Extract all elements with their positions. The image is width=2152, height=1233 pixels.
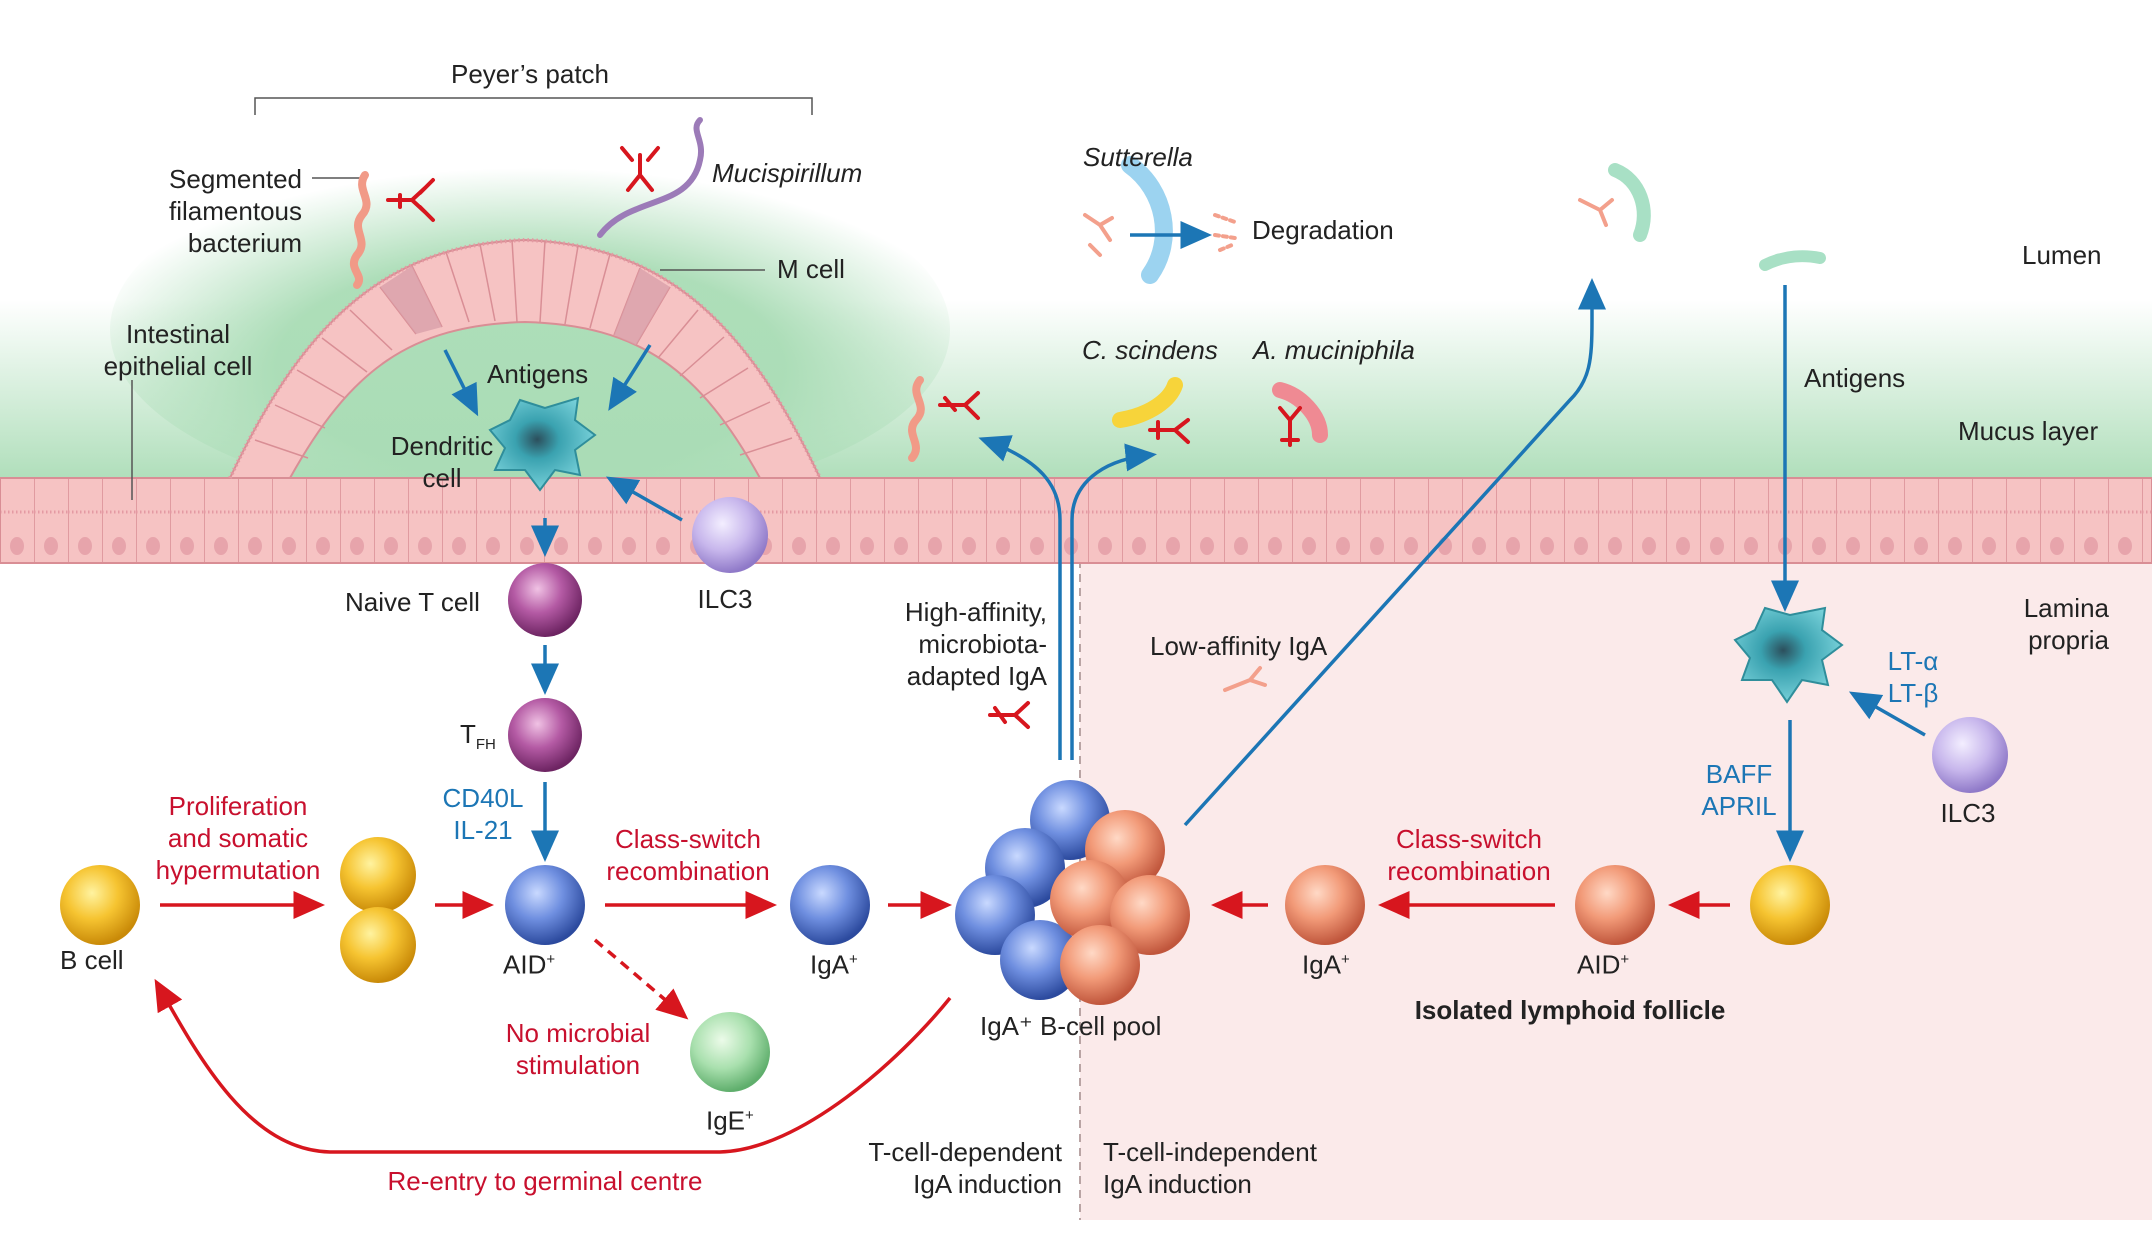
aid-cell-right xyxy=(1575,865,1655,945)
high-affinity-arrow-2 xyxy=(1070,443,1157,760)
low-affinity-label: Low-affinity IgA xyxy=(1150,631,1328,661)
naive-t-label: Naive T cell xyxy=(345,587,480,617)
sfb-label: Segmented filamentous bacterium xyxy=(169,164,302,258)
iec-label: Intestinal epithelial cell xyxy=(103,319,253,381)
lumen-label: Lumen xyxy=(2022,240,2102,270)
iga-on-bound-sfb xyxy=(938,391,980,420)
iga-lumen-right xyxy=(1578,198,1614,227)
iga-high-affinity xyxy=(988,701,1030,729)
sutterella-bacterium xyxy=(1121,156,1173,284)
sutterella-label: Sutterella xyxy=(1083,142,1193,172)
naive-t-cell xyxy=(508,563,582,637)
ilc3-to-dc-arrow xyxy=(605,476,683,522)
ilf-label: Isolated lymphoid follicle xyxy=(1414,995,1726,1025)
mucus-layer-label: Mucus layer xyxy=(1958,416,2099,446)
csr-left-label: Class-switch recombination xyxy=(606,824,770,886)
no-microbial-arrow xyxy=(593,938,689,1020)
iga-low-affinity xyxy=(1223,666,1267,692)
aid-left-label: AID+ xyxy=(503,949,556,980)
reentry-arrow xyxy=(154,978,952,1154)
reentry-label: Re-entry to germinal centre xyxy=(387,1166,703,1196)
c-scindens-label: C. scindens xyxy=(1082,335,1218,365)
mucispirillum-label: Mucispirillum xyxy=(712,158,863,188)
ilc3-to-dc-right-arrow xyxy=(1848,691,1926,737)
a-muciniphila-bacterium xyxy=(1272,382,1328,443)
ilc3-left-cell xyxy=(692,497,768,573)
iga-on-sfb xyxy=(386,178,435,222)
b-cell xyxy=(60,865,140,945)
iga-right-label: IgA+ xyxy=(1302,949,1350,980)
t-independent-label: T-cell-independent IgA induction xyxy=(1103,1137,1317,1199)
lumen-bacterium-1 xyxy=(1608,163,1651,242)
epithelium xyxy=(0,237,2152,564)
proliferation-label: Proliferation and somatic hypermutation xyxy=(155,791,321,885)
high-affinity-label: High-affinity, microbiota- adapted IgA xyxy=(904,597,1047,691)
bound-sfb-bacterium xyxy=(908,376,925,462)
dendritic-cell-left xyxy=(488,396,597,492)
tfh-label: TFH xyxy=(460,719,496,754)
iga-b-cell-pool xyxy=(955,780,1190,1005)
aid-right-label: AID+ xyxy=(1577,949,1630,980)
iga-on-mucispirillum xyxy=(620,146,660,192)
peyers-patch-label: Peyer’s patch xyxy=(450,59,610,89)
a-muciniphila-label: A. muciniphila xyxy=(1253,335,1415,365)
proliferating-b-cell-1 xyxy=(340,837,416,913)
m-cell-label: M cell xyxy=(777,254,845,284)
proliferating-b-cell-2 xyxy=(340,907,416,983)
antigens-right-label: Antigens xyxy=(1804,363,1906,393)
antigens-left-label: Antigens xyxy=(487,359,589,389)
ilc3-right-cell xyxy=(1932,717,2008,793)
c-scindens-bacterium xyxy=(1112,377,1183,428)
t-dependent-label: T-cell-dependent IgA induction xyxy=(868,1137,1062,1199)
iga-cell-right xyxy=(1285,865,1365,945)
b-cell-ilf xyxy=(1750,865,1830,945)
iga-on-a-muciniphila xyxy=(1278,406,1302,447)
dendritic-cell-label: Dendritic cell xyxy=(390,431,494,493)
csr-right-label: Class-switch recombination xyxy=(1387,824,1551,886)
high-affinity-arrow-1 xyxy=(978,435,1062,760)
lamina-propria-label: Lamina propria xyxy=(2023,593,2109,655)
ige-label: IgE+ xyxy=(706,1105,754,1136)
pool-label: IgA⁺ B-cell pool xyxy=(980,1011,1162,1041)
iga-on-c-scindens xyxy=(1148,418,1190,444)
b-cell-label: B cell xyxy=(60,945,124,975)
iga-near-sutterella xyxy=(1083,213,1114,257)
cd40l-il21-label: CD40L IL-21 xyxy=(442,783,524,845)
lt-label: LT-α LT-β xyxy=(1887,646,1939,708)
aid-cell-left xyxy=(505,865,585,945)
degradation-label: Degradation xyxy=(1252,215,1394,245)
dendritic-cell-right xyxy=(1733,606,1844,704)
ilc3-right-label: ILC3 xyxy=(1940,798,1996,828)
mucispirillum-bacterium xyxy=(597,117,705,238)
ilc3-left-label: ILC3 xyxy=(697,584,753,614)
iga-left-label: IgA+ xyxy=(810,949,858,980)
baff-april-label: BAFF APRIL xyxy=(1701,759,1777,821)
lumen-bacterium-2 xyxy=(1759,250,1826,271)
antigen-arrow-right xyxy=(608,344,652,411)
peyers-patch-bracket xyxy=(254,97,813,115)
iga-degraded xyxy=(1213,213,1237,252)
sfb-bacterium xyxy=(349,171,371,289)
tfh-cell xyxy=(508,698,582,772)
ige-cell xyxy=(690,1012,770,1092)
low-affinity-arrow xyxy=(1183,278,1606,827)
iga-cell-left xyxy=(790,865,870,945)
antigen-arrow-left xyxy=(443,349,479,417)
no-microbial-label: No microbial stimulation xyxy=(505,1018,651,1080)
